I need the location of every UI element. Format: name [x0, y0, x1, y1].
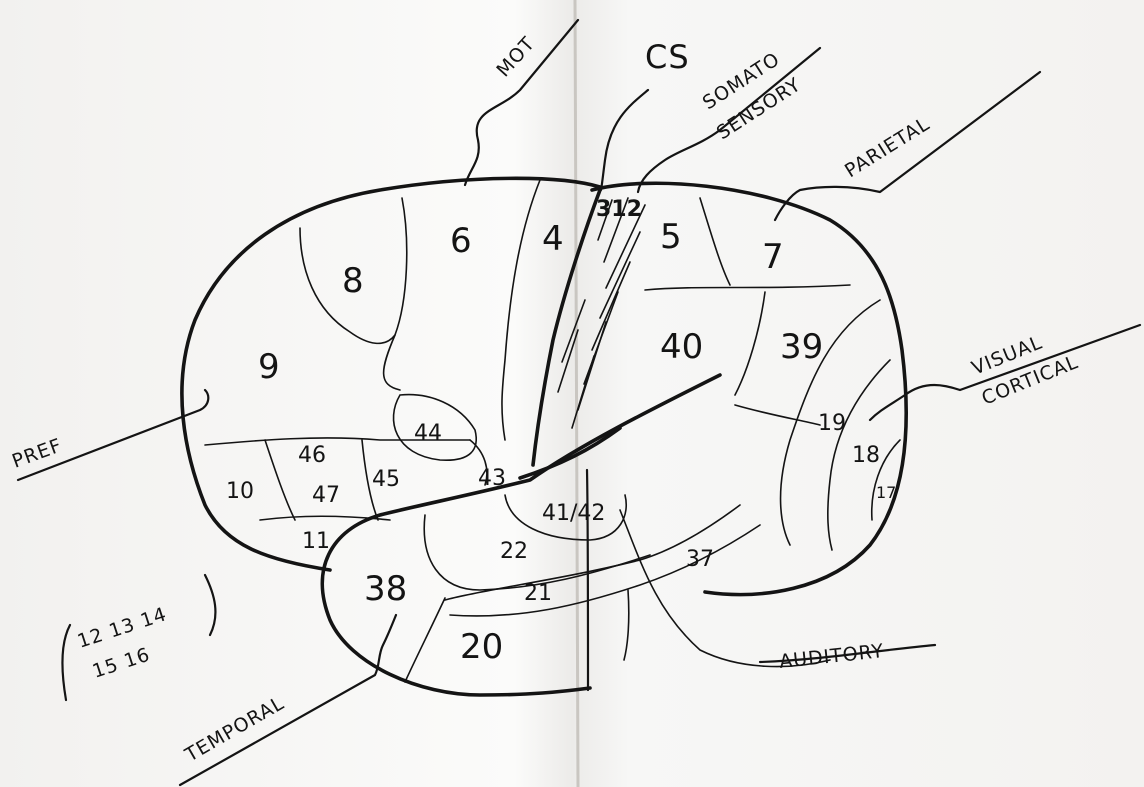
area-40: 40 [660, 327, 703, 367]
label-parietal: PARIETAL [841, 113, 934, 182]
somatosensory-hatching [558, 198, 645, 428]
area-19: 19 [818, 411, 846, 436]
area-4: 4 [542, 219, 564, 259]
area-47: 47 [312, 483, 340, 508]
area-44: 44 [414, 421, 442, 446]
label-temporal: TEMPORAL [181, 692, 289, 767]
area-39: 39 [780, 327, 823, 367]
area-46: 46 [298, 443, 326, 468]
label-extra-1: 12 13 14 [75, 603, 170, 653]
area-10: 10 [226, 479, 254, 504]
area-41-42: 41/42 [542, 501, 605, 526]
label-cs: CS [645, 38, 690, 76]
area-9: 9 [258, 347, 280, 387]
area-20: 20 [460, 627, 503, 667]
region-labels: MOT CS SOMATO SENSORY PARIETAL VISUAL CO… [9, 32, 1081, 766]
area-312: 312 [596, 197, 642, 222]
label-auditory: AUDITORY [778, 640, 885, 673]
area-43: 43 [478, 466, 506, 491]
area-17: 17 [876, 483, 896, 502]
area-37: 37 [686, 547, 714, 572]
area-labels: 8 6 4 312 5 7 9 10 46 47 45 44 43 11 40 … [226, 197, 896, 667]
area-7: 7 [762, 237, 784, 277]
label-pref: PREF [9, 434, 65, 472]
area-21: 21 [524, 581, 552, 606]
area-38: 38 [364, 569, 407, 609]
area-11: 11 [302, 529, 330, 554]
paper-fold [575, 0, 578, 787]
area-6: 6 [450, 221, 472, 261]
area-5: 5 [660, 217, 682, 257]
label-extra-2: 15 16 [90, 643, 153, 682]
area-45: 45 [372, 467, 400, 492]
area-8: 8 [342, 261, 364, 301]
area-22: 22 [500, 539, 528, 564]
area-18: 18 [852, 443, 880, 468]
